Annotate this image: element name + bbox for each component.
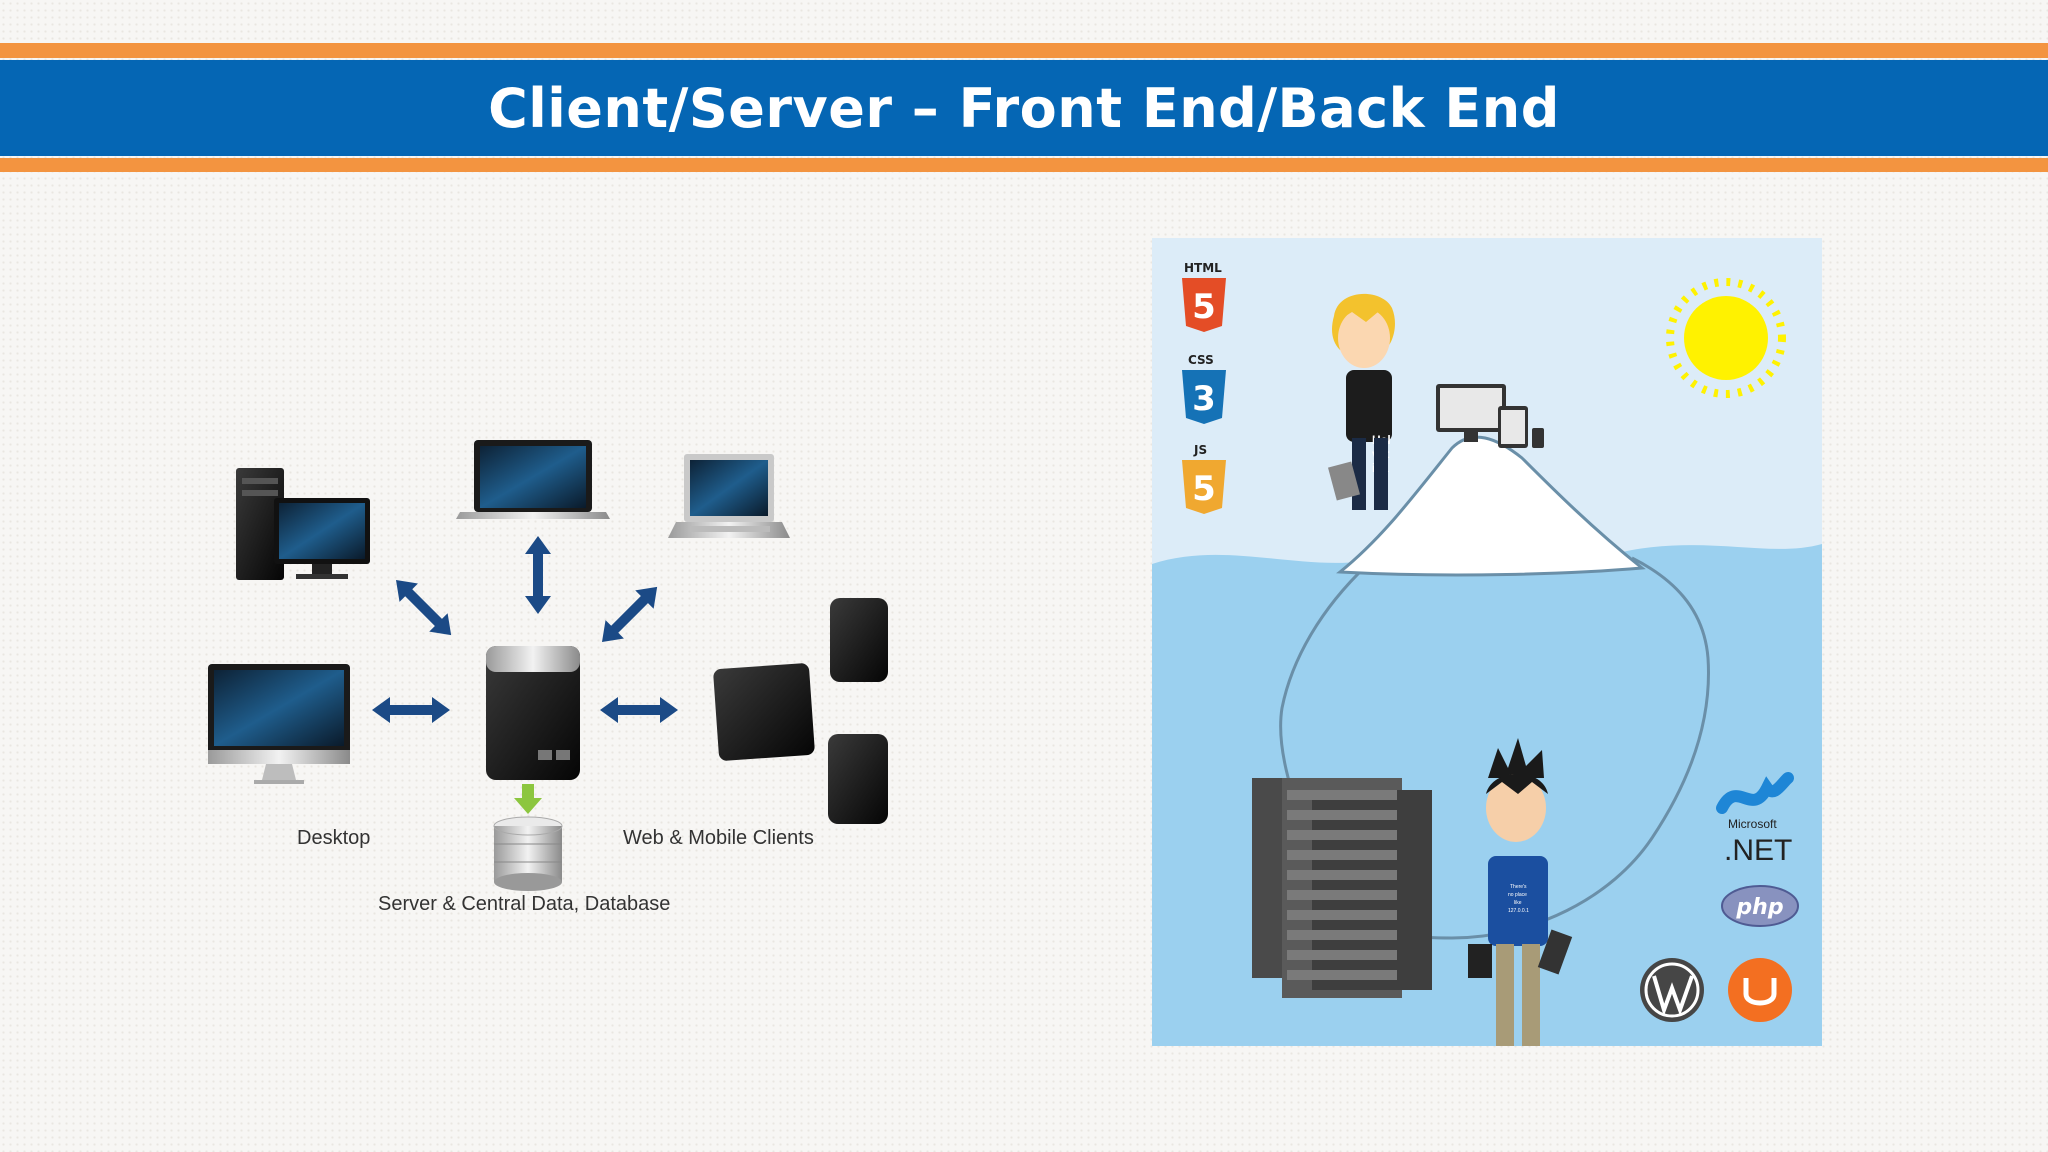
umbraco-logo-icon [1728,958,1792,1022]
double-arrow-icon [372,697,450,723]
iceberg-underwater [1279,556,1710,940]
front-end-developer: Hel vet ica [1328,293,1395,510]
server-icon [486,646,580,780]
svg-text:no place: no place [1508,892,1527,898]
double-arrow-icon [600,697,678,723]
svg-text:5: 5 [1192,469,1216,509]
double-arrow-icon [592,577,667,652]
clients-label: Web & Mobile Clients [623,827,814,849]
iceberg-tip [1336,435,1646,577]
double-arrow-icon [525,536,551,614]
desktop-tower-icon [236,468,370,580]
svg-text:HTML: HTML [1184,261,1222,275]
dotnet-logo-icon: Microsoft .NET [1716,772,1794,867]
iceberg-illustration: HTML 5 CSS 3 JS 5 Hel vet ica [1152,238,1822,1046]
back-end-developer: There's no place like 127.0.0.1 [1468,738,1573,1046]
tablet-icon [713,663,815,761]
double-arrow-icon [386,570,461,645]
svg-text:php: php [1735,895,1783,920]
svg-text:Microsoft: Microsoft [1728,817,1777,831]
svg-text:JS: JS [1193,443,1207,457]
svg-text:like: like [1514,900,1522,906]
sun-icon [1666,278,1786,398]
smartphone-icon [830,598,888,682]
svg-text:127.0.0.1: 127.0.0.1 [1508,908,1529,914]
title-band: Client/Server – Front End/Back End [0,60,2048,156]
imac-icon [208,664,350,784]
responsive-devices-icon [1436,384,1544,448]
wordpress-logo-icon [1640,958,1704,1022]
desktop-label: Desktop [297,827,370,849]
html5-logo-icon: HTML 5 [1182,261,1226,332]
js-logo-icon: JS 5 [1182,443,1226,514]
database-icon [493,816,563,891]
php-logo-icon: php [1721,885,1799,927]
svg-text:There's: There's [1510,884,1527,890]
laptop-icon [456,440,610,519]
top-orange-stripe [0,43,2048,58]
svg-text:5: 5 [1192,287,1216,327]
svg-text:3: 3 [1192,379,1216,419]
svg-text:.NET: .NET [1724,834,1792,867]
server-rack-icon [1252,778,1432,998]
bottom-orange-stripe [0,158,2048,172]
laptop-icon [668,454,790,538]
svg-text:CSS: CSS [1188,353,1214,367]
smartphone-icon [828,734,888,824]
client-server-diagram: Desktop Web & Mobile Clients Server & Ce… [208,440,888,915]
server-label: Server & Central Data, Database [378,893,670,915]
green-down-arrow-icon [514,784,542,814]
slide-title: Client/Server – Front End/Back End [488,76,1560,140]
css3-logo-icon: CSS 3 [1182,353,1226,424]
